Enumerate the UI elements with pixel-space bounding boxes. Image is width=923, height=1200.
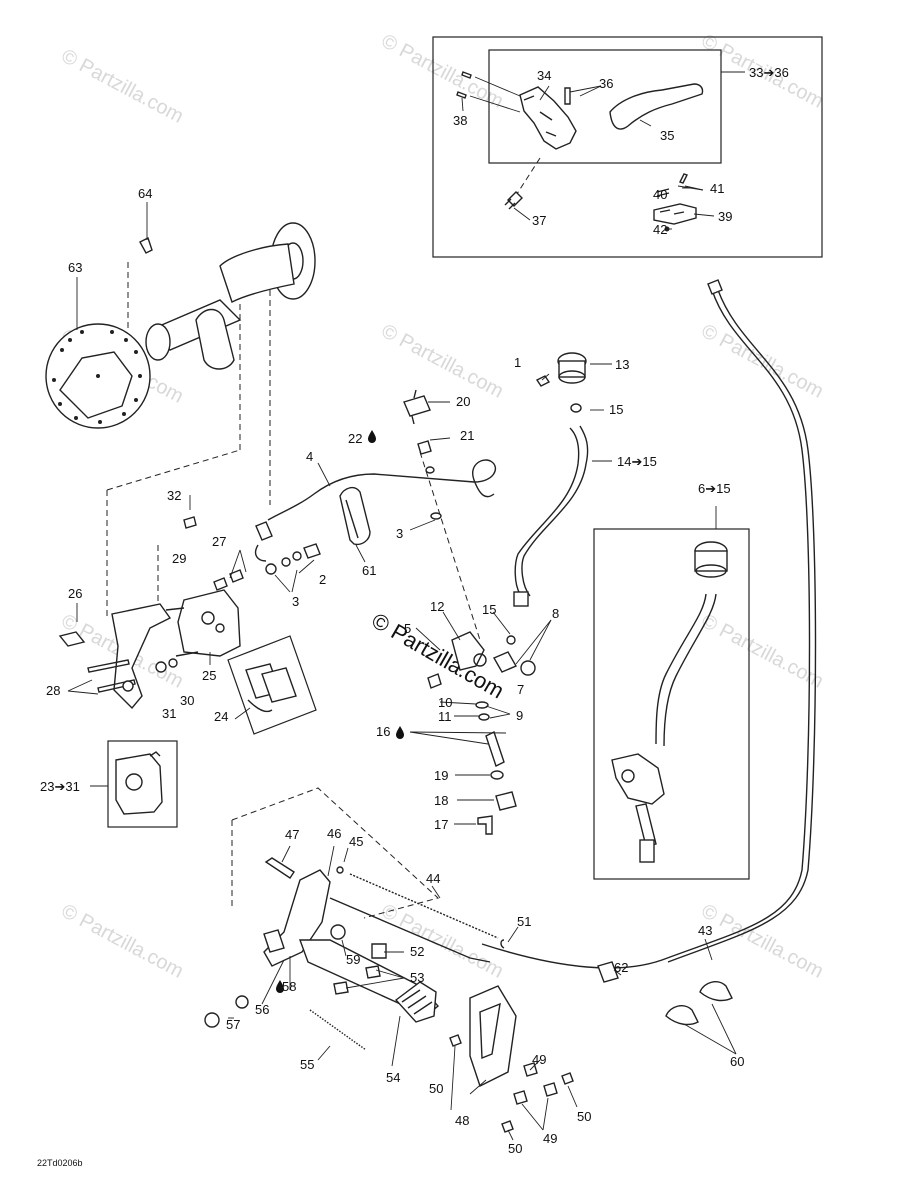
callout-22: 22 <box>348 431 362 446</box>
callout-57: 57 <box>226 1017 240 1032</box>
brake-line <box>254 389 497 641</box>
callout-46: 46 <box>327 826 341 841</box>
callout-56: 56 <box>255 1002 269 1017</box>
watermark: © Partzilla.com <box>378 30 507 113</box>
callout-15: 15 <box>609 402 623 417</box>
callout-12: 12 <box>430 599 444 614</box>
watermark: © Partzilla.com <box>378 320 507 403</box>
callout-15: 15 <box>482 602 496 617</box>
callout-41: 41 <box>710 181 724 196</box>
callout-37: 37 <box>532 213 546 228</box>
watermarks: © Partzilla.com © Partzilla.com © Partzi… <box>58 30 827 983</box>
watermark: © Partzilla.com <box>698 900 827 983</box>
callout-54: 54 <box>386 1070 400 1085</box>
brake-pedal-assembly <box>204 787 574 1133</box>
drop-icon <box>368 430 376 443</box>
callout-50: 50 <box>577 1109 591 1124</box>
callout-36: 36 <box>599 76 613 91</box>
callout-42: 42 <box>653 222 667 237</box>
callout-31: 31 <box>162 706 176 721</box>
callout-5: 5 <box>404 621 411 636</box>
callout-21: 21 <box>460 428 474 443</box>
reservoir-inset <box>593 506 750 880</box>
callout-60: 60 <box>730 1054 744 1069</box>
watermark: © Partzilla.com <box>698 610 827 693</box>
brake-caliper <box>58 516 317 735</box>
callout-64: 64 <box>138 186 152 201</box>
callout-50: 50 <box>429 1081 443 1096</box>
callout-43: 43 <box>698 923 712 938</box>
callout-20: 20 <box>456 394 470 409</box>
callout-40: 40 <box>653 187 667 202</box>
callout-1: 1 <box>514 355 521 370</box>
callout-49: 49 <box>543 1131 557 1146</box>
rear-hub-assembly <box>45 222 316 620</box>
adhesive-drop-icons <box>276 430 404 993</box>
callout-30: 30 <box>180 693 194 708</box>
callout-32: 32 <box>167 488 181 503</box>
watermark: © Partzilla.com <box>58 45 187 128</box>
callout-27: 27 <box>212 534 226 549</box>
callout-2: 2 <box>319 572 326 587</box>
watermark: © Partzilla.com <box>58 900 187 983</box>
callout-52: 52 <box>410 944 424 959</box>
callout-33-36: 33➔36 <box>749 65 789 80</box>
callout-45: 45 <box>349 834 363 849</box>
callout-19: 19 <box>434 768 448 783</box>
callout-48: 48 <box>455 1113 469 1128</box>
callout-53: 53 <box>410 970 424 985</box>
callout-25: 25 <box>202 668 216 683</box>
callout-labels: 1 2 3 3 4 5 6➔15 7 8 9 10 11 12 13 14➔15… <box>40 65 789 1156</box>
center-watermark: © Partzilla.com <box>368 608 509 704</box>
callout-16: 16 <box>376 724 390 739</box>
callout-26: 26 <box>68 586 82 601</box>
callout-13: 13 <box>615 357 629 372</box>
callout-24: 24 <box>214 709 228 724</box>
callout-10: 10 <box>438 695 452 710</box>
callout-9: 9 <box>516 708 523 723</box>
callout-11: 11 <box>438 709 452 724</box>
callout-50: 50 <box>508 1141 522 1156</box>
drop-icon <box>276 980 284 993</box>
callout-58: 58 <box>282 979 296 994</box>
callout-3: 3 <box>396 526 403 541</box>
callout-35: 35 <box>660 128 674 143</box>
leader-lines <box>67 85 737 1141</box>
drawing-code: 22Td0206b <box>37 1158 83 1168</box>
callout-38: 38 <box>453 113 467 128</box>
callout-23-31: 23➔31 <box>40 779 80 794</box>
callout-44: 44 <box>426 871 440 886</box>
callout-28: 28 <box>46 683 60 698</box>
callout-29: 29 <box>172 551 186 566</box>
callout-61: 61 <box>362 563 376 578</box>
hand-lever-inset <box>432 36 823 258</box>
callout-7: 7 <box>517 682 524 697</box>
callout-39: 39 <box>718 209 732 224</box>
callout-59: 59 <box>346 952 360 967</box>
callout-4: 4 <box>306 449 313 464</box>
callout-14-15: 14➔15 <box>617 454 657 469</box>
master-cylinder <box>427 352 589 835</box>
callout-18: 18 <box>434 793 448 808</box>
callout-47: 47 <box>285 827 299 842</box>
callout-8: 8 <box>552 606 559 621</box>
drop-icon <box>396 726 404 739</box>
brake-cable <box>481 279 817 1026</box>
callout-55: 55 <box>300 1057 314 1072</box>
callout-34: 34 <box>537 68 551 83</box>
caliper-inset <box>107 740 178 828</box>
callout-63: 63 <box>68 260 82 275</box>
watermark: © Partzilla.com <box>698 320 827 403</box>
callout-62: 62 <box>614 960 628 975</box>
callout-3: 3 <box>292 594 299 609</box>
callout-49: 49 <box>532 1052 546 1067</box>
watermark: © Partzilla.com <box>378 900 507 983</box>
callout-6-15: 6➔15 <box>698 481 731 496</box>
callout-17: 17 <box>434 817 448 832</box>
callout-51: 51 <box>517 914 531 929</box>
